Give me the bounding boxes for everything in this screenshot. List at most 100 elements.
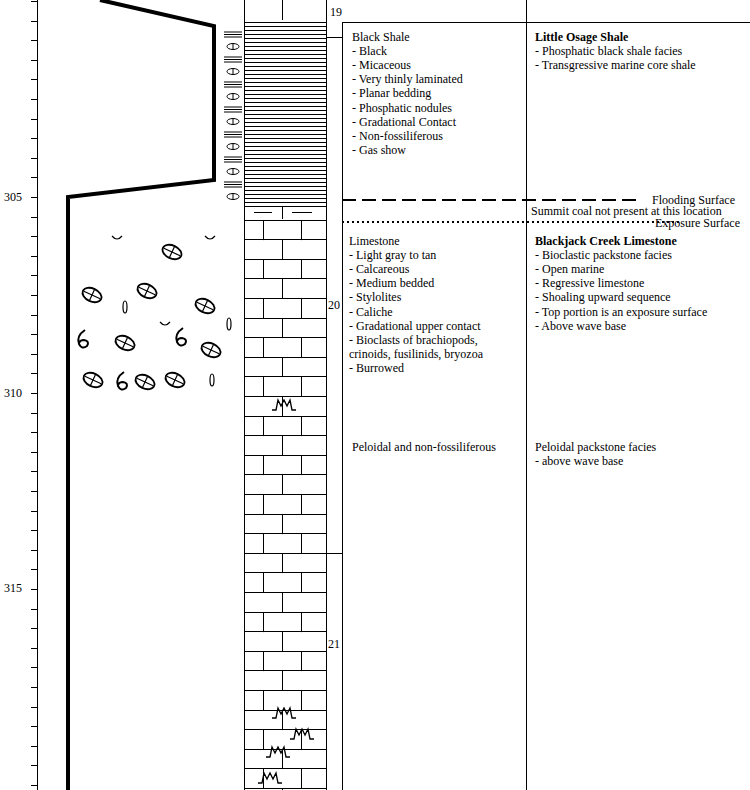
lamina-mark xyxy=(224,107,242,108)
log-label: Peloidal packstone facies xyxy=(535,440,656,454)
limestone-joint xyxy=(301,221,302,241)
log-label: - Light gray to tan xyxy=(349,248,436,262)
limestone-bed xyxy=(244,788,326,789)
limestone-joint xyxy=(301,417,302,437)
lamina-mark xyxy=(224,109,242,110)
lamina-mark xyxy=(224,134,242,135)
depth-scale xyxy=(31,0,38,790)
depth-tick xyxy=(31,648,37,649)
log-label: - Stylolites xyxy=(349,290,401,304)
shale-lamination xyxy=(244,166,326,167)
lamina-mark xyxy=(224,59,242,60)
limestone-joint xyxy=(263,652,264,672)
crinoid-ossicle xyxy=(123,301,127,313)
depth-tick xyxy=(31,511,37,512)
lamina-mark xyxy=(224,37,242,38)
depth-tick xyxy=(31,432,37,433)
lamina-mark xyxy=(224,157,242,158)
log-label: - Black xyxy=(352,44,387,58)
log-label: - Gradational Contact xyxy=(352,115,456,129)
limestone-joint xyxy=(263,377,264,397)
depth-tick xyxy=(31,373,37,374)
depth-tick xyxy=(31,609,37,610)
limestone-bed xyxy=(244,651,326,652)
log-label: Summit coal not present at this location xyxy=(531,204,722,218)
limestone-joint xyxy=(282,358,283,378)
depth-tick xyxy=(31,746,37,747)
limestone-joint xyxy=(301,260,302,280)
nodule-symbol xyxy=(227,44,239,50)
limestone-joint xyxy=(301,730,302,750)
limestone-bed xyxy=(244,455,326,456)
nodule-symbol xyxy=(233,69,234,75)
lamina-mark xyxy=(224,159,242,160)
shale-lamination xyxy=(244,46,326,47)
burrow-symbol xyxy=(272,400,296,410)
depth-tick xyxy=(31,1,37,2)
nodule-symbol xyxy=(233,119,234,125)
depth-tick xyxy=(31,315,37,316)
limestone-bed xyxy=(244,396,326,397)
fossil-symbols xyxy=(78,236,231,392)
log-label: Exposure Surface xyxy=(655,216,740,230)
burrow-symbol xyxy=(258,773,282,783)
depth-tick xyxy=(31,785,37,786)
shale-lamination xyxy=(244,158,326,159)
limestone-joint xyxy=(301,456,302,476)
depth-tick xyxy=(31,765,37,766)
shale-lamination xyxy=(244,198,326,199)
depth-tick xyxy=(31,99,37,100)
shale-lamination xyxy=(244,202,326,203)
limestone-joint xyxy=(301,534,302,554)
lamina-mark xyxy=(224,34,242,35)
log-label: - Micaceous xyxy=(352,58,411,72)
shale-lamination xyxy=(244,114,326,115)
depth-tick xyxy=(31,354,37,355)
depth-tick xyxy=(31,628,37,629)
column-frame xyxy=(244,0,750,790)
shale-dash xyxy=(282,206,283,219)
log-label: - Phosphatic nodules xyxy=(352,101,452,115)
brachiopod-symbol xyxy=(133,372,157,392)
limestone-joint xyxy=(301,299,302,319)
log-label: Limestone xyxy=(349,234,400,248)
gastropod-symbol xyxy=(117,372,127,390)
shale-lamination xyxy=(244,110,326,111)
log-label: Little Osage Shale xyxy=(535,30,628,44)
depth-tick xyxy=(31,491,37,492)
log-label: 21 xyxy=(328,637,340,651)
depth-tick xyxy=(31,569,37,570)
nodule-symbol xyxy=(233,144,234,150)
limestone-joint xyxy=(301,769,302,789)
limestone-joint xyxy=(282,279,283,299)
brachiopod-symbol xyxy=(135,281,159,301)
log-label: 20 xyxy=(328,298,340,312)
limestone-joint xyxy=(301,573,302,593)
nodule-symbol xyxy=(227,94,239,100)
log-label: 310 xyxy=(4,386,22,400)
limestone-joint xyxy=(263,573,264,593)
log-label: - Regressive limestone xyxy=(535,276,644,290)
depth-tick xyxy=(31,217,37,218)
shale-lamination xyxy=(244,102,326,103)
shale-lamination xyxy=(244,150,326,151)
depth-tick xyxy=(31,256,37,257)
shale-lamination xyxy=(244,118,326,119)
gamma-ray-curve xyxy=(68,0,214,790)
limestone-joint xyxy=(282,711,283,731)
shale-lamination xyxy=(244,26,326,27)
shale-lamination xyxy=(244,178,326,179)
log-label: - Burrowed xyxy=(349,361,404,375)
limestone-joint xyxy=(282,750,283,770)
shale-lamination xyxy=(244,190,326,191)
limestone-joint xyxy=(282,515,283,535)
limestone-bed xyxy=(244,631,326,632)
log-label: - Bioclastic packstone facies xyxy=(535,248,672,262)
depth-tick xyxy=(31,197,37,198)
lamina-mark xyxy=(224,182,242,183)
nodule-symbol xyxy=(227,194,239,200)
limestone-bed xyxy=(244,278,326,279)
depth-tick xyxy=(31,452,37,453)
limestone-bed xyxy=(244,494,326,495)
lamina-mark xyxy=(224,62,242,63)
